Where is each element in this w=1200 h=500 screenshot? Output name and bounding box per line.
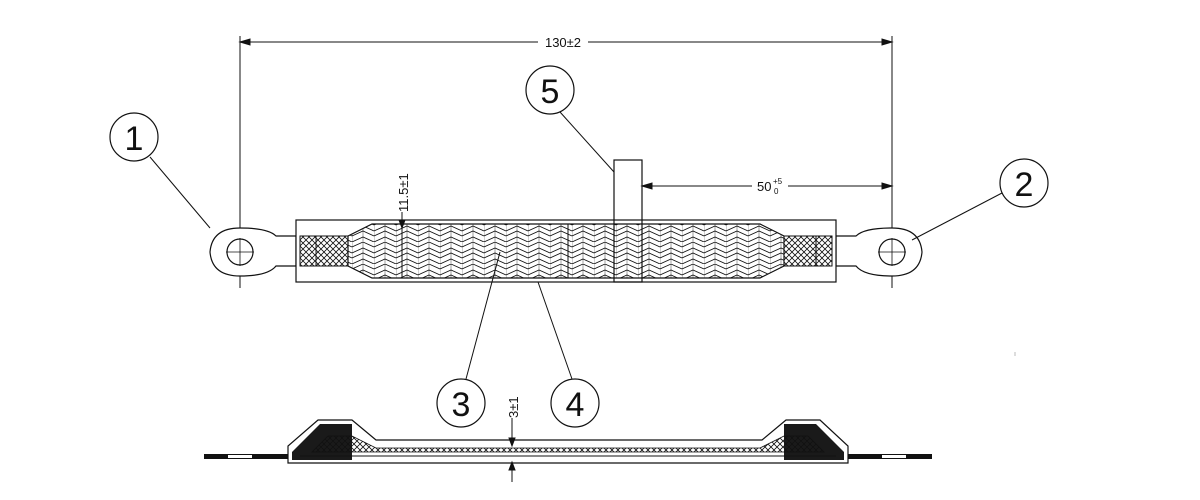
right-crimp-zone <box>783 235 833 267</box>
tab <box>613 159 643 283</box>
braid-side <box>311 435 825 453</box>
callout-2-number: 2 <box>1015 166 1034 204</box>
thickness-label: 3±1 <box>506 396 521 418</box>
side-view <box>204 419 932 464</box>
thickness-dimension <box>508 418 516 482</box>
offset-tol-upper: +5 <box>773 177 783 186</box>
callout-3: 3 <box>436 251 501 428</box>
callout-5-number: 5 <box>541 73 560 111</box>
offset-tol-lower: 0 <box>774 187 779 196</box>
callout-2: 2 <box>911 158 1049 241</box>
braid-body <box>347 223 785 279</box>
width-dimension <box>398 212 406 230</box>
right-lug <box>835 227 923 277</box>
callout-4: 4 <box>537 281 600 428</box>
offset-value: 50 <box>757 179 771 194</box>
callout-4-number: 4 <box>566 386 585 424</box>
callout-1-number: 1 <box>125 120 144 158</box>
left-lug <box>209 227 297 277</box>
offset-text-mask <box>752 176 788 194</box>
width-label: 11.5±1 <box>396 173 411 212</box>
dimension-text-mask <box>538 34 588 50</box>
overall-length-label: 130±2 <box>545 35 581 50</box>
callout-5: 5 <box>525 65 615 173</box>
left-crimp-zone <box>299 235 349 267</box>
callout-3-number: 3 <box>452 386 471 424</box>
callout-1: 1 <box>109 112 211 229</box>
